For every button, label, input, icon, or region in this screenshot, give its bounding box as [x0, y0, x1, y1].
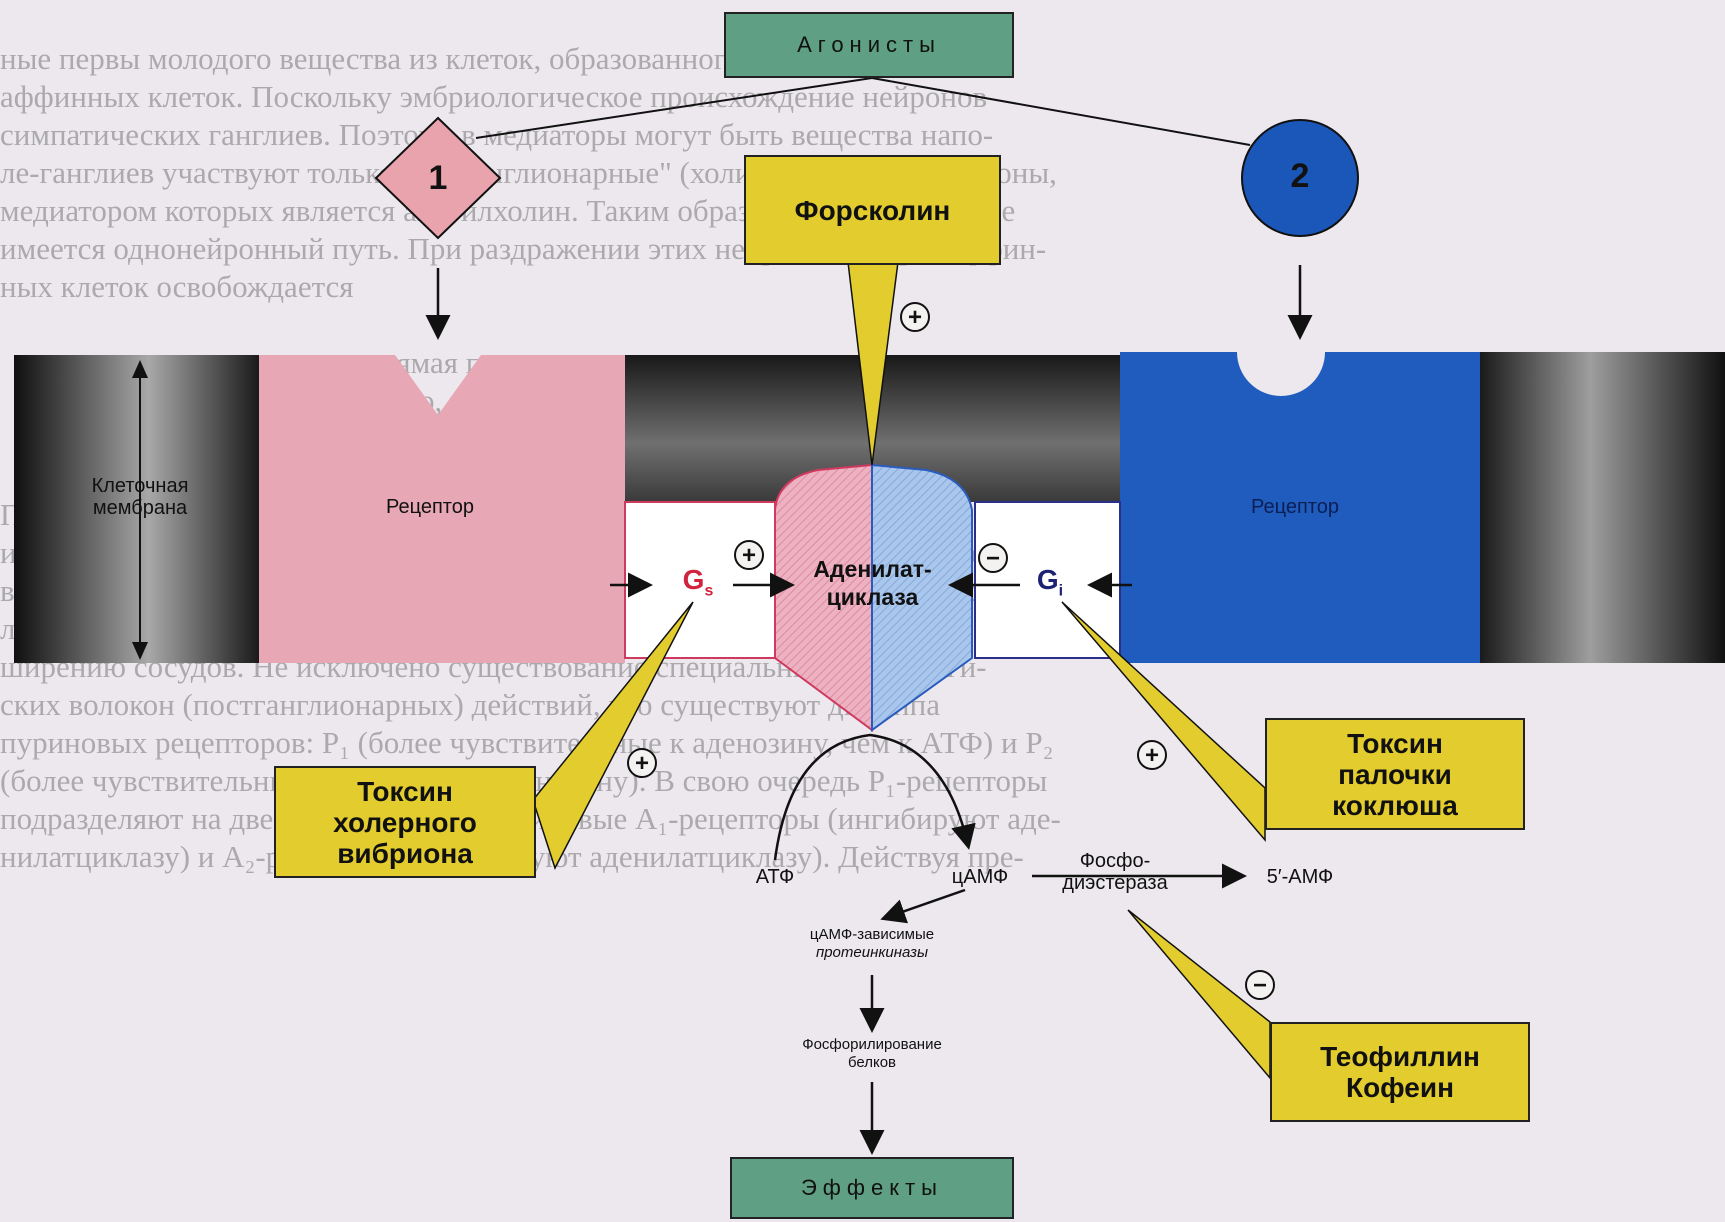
cholera-toxin-line-3: вибриона — [337, 837, 473, 869]
agonist-line-1 — [475, 77, 873, 139]
membrane-left — [14, 355, 259, 663]
receptor-2-label: Рецептор — [1251, 496, 1339, 518]
cholera-toxin-line-1: Токсин — [357, 775, 453, 807]
receptor-2-shape — [1120, 352, 1480, 663]
phosphodiesterase-line-1: Фосфо- — [1079, 850, 1151, 872]
membrane-right — [1480, 352, 1725, 663]
theophylline-line-2: Кофеин — [1345, 1072, 1455, 1103]
agonists-label: Агонисты — [797, 32, 941, 57]
receptor-1-label: Рецептор — [386, 496, 474, 518]
pertussis-toxin-line-3: коклюша — [1332, 789, 1458, 821]
background-text-line: симпатических ганглиев. Поэтому в медиат… — [0, 117, 994, 152]
phosphodiesterase-label: Фосфо- диэстераза — [1040, 850, 1190, 894]
background-text-line: ных клеток освобождается — [0, 269, 354, 304]
amp-label: 5′-АМФ — [1266, 866, 1334, 888]
agonist-2-circle — [1241, 119, 1359, 237]
camp-kinases-label: цАМФ-зависимые протеинкиназы — [742, 926, 1002, 962]
forskolin-label: Форсколин — [794, 194, 951, 226]
phosphorylation-line-1: Фосфорилирование — [802, 1036, 942, 1053]
membrane-arrow-up — [132, 360, 148, 378]
gs-main: G — [682, 564, 705, 595]
effects-label: Эффекты — [800, 1175, 943, 1200]
pde-minus-sign: − — [1245, 970, 1275, 1000]
agonist-1-label: 1 — [428, 159, 448, 197]
cholera-toxin-pointer — [532, 601, 694, 870]
cholera-toxin-line-2: холерного — [333, 806, 477, 838]
atp-to-camp-arrow — [773, 733, 976, 861]
effects-box: Эффекты — [730, 1157, 1014, 1219]
camp-to-kinase-arrow — [880, 888, 966, 924]
pertussis-toxin-line-2: палочки — [1338, 758, 1452, 790]
agonist-2-label: 2 — [1290, 157, 1310, 195]
membrane-arrow-down — [132, 642, 148, 660]
forskolin-box: Форсколин — [744, 155, 1001, 265]
cholera-plus-sign: + — [627, 748, 657, 778]
theophylline-line-1: Теофиллин — [1320, 1041, 1480, 1072]
agonist-1-diamond — [374, 116, 502, 240]
camp-label: цАМФ — [951, 866, 1009, 888]
gs-sub: s — [704, 582, 714, 600]
phosphodiesterase-line-2: диэстераза — [1062, 872, 1168, 894]
gs-label: Gs — [668, 565, 728, 607]
cholera-toxin-box: Токсин холерного вибриона — [274, 766, 536, 878]
adenylate-cyclase-line-2: циклаза — [826, 584, 919, 610]
phosphorylation-label: Фосфорилирование белков — [742, 1036, 1002, 1072]
background-text-line: пуриновых рецепторов: P₁ (более чувствит… — [0, 725, 1054, 760]
agonist-line-2 — [871, 77, 1251, 146]
pertussis-toxin-line-1: Токсин — [1347, 727, 1443, 759]
membrane-label-line-1: Клеточная — [91, 475, 189, 497]
gi-main: G — [1036, 564, 1059, 595]
receptor-1-shape — [259, 355, 625, 663]
phosphorylation-line-2: белков — [847, 1054, 897, 1071]
adenylate-cyclase-line-1: Аденилат- — [813, 556, 932, 582]
gi-minus-sign: − — [978, 543, 1008, 573]
camp-kinases-line-1: цАМФ-зависимые — [809, 926, 935, 943]
atp-label: АТФ — [755, 866, 795, 888]
gs-plus-sign: + — [734, 540, 764, 570]
agonists-box: Агонисты — [724, 12, 1014, 78]
membrane-label: Клеточная мембрана — [60, 475, 220, 519]
adenylate-cyclase-label: Аденилат- циклаза — [785, 555, 960, 611]
gi-label: Gi — [1020, 565, 1080, 607]
membrane-label-line-2: мембрана — [92, 497, 188, 519]
pertussis-toxin-box: Токсин палочки коклюша — [1265, 718, 1525, 830]
camp-kinases-line-2: протеинкиназы — [815, 944, 929, 961]
pertussis-plus-sign: + — [1137, 740, 1167, 770]
theophylline-box: Теофиллин Кофеин — [1270, 1022, 1530, 1122]
gi-sub: i — [1058, 582, 1064, 600]
forskolin-plus-sign: + — [900, 302, 930, 332]
